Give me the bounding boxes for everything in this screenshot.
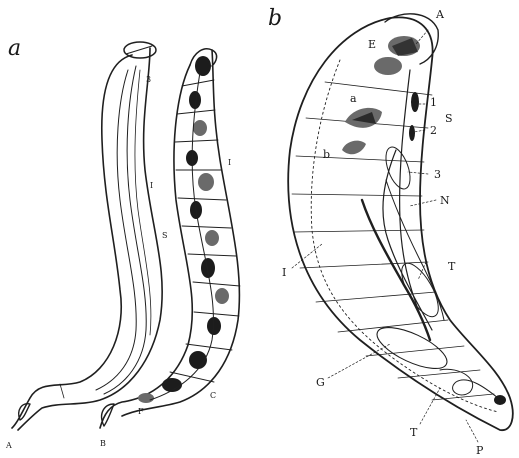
specimen-2-organ: [195, 56, 211, 76]
specimen-1-inner-canal-b: [104, 66, 146, 394]
specimen-1-segment-line: [60, 384, 64, 398]
label-g: G: [316, 376, 325, 389]
label-i: I: [282, 266, 286, 279]
segment-lines: [292, 82, 494, 400]
specimen-1-head-line: [126, 46, 152, 54]
specimen-1-label-a: A: [5, 441, 12, 450]
specimen-2-label-b: B: [100, 439, 106, 448]
label-3: 3: [434, 168, 441, 181]
label-a: A: [435, 8, 445, 21]
specimen-2-organ: [205, 230, 219, 246]
specimen-2-organ: [198, 173, 214, 191]
specimen-1-label-3: 3: [146, 75, 151, 84]
specimen-2-organs: [138, 56, 229, 403]
structure-g: [372, 319, 453, 376]
panel-a-letter: a: [8, 36, 21, 61]
tail-loop: [440, 369, 498, 398]
label-2: 2: [430, 124, 437, 137]
label-s: S: [445, 112, 453, 125]
label-t-lower: T: [410, 426, 418, 439]
specimen-2-organ: [193, 120, 207, 136]
panel-b-letter: b: [268, 6, 282, 31]
specimen-1: A 3 I S: [5, 42, 167, 450]
label-e: E: [368, 38, 376, 51]
label-b: b: [323, 148, 330, 161]
specimen-1-tail: [19, 404, 30, 420]
internal-structures: [362, 70, 506, 405]
organ-e2: [374, 57, 402, 75]
specimen-2-organ: [207, 317, 221, 335]
specimen-1-outer-left: [12, 55, 132, 428]
specimen-1-inner-canal-c: [135, 70, 151, 335]
specimen-1-outer-right: [18, 48, 162, 430]
panel-a: a A 3 I S: [5, 36, 240, 450]
specimen-2-label-f: F: [138, 407, 144, 416]
label-1: 1: [430, 96, 437, 109]
organ-p: [494, 395, 506, 405]
specimen-2-tail: [102, 404, 114, 426]
specimen-2-label-c: C: [210, 391, 216, 400]
label-a-lower: a: [350, 92, 357, 105]
structure-3: [381, 144, 415, 192]
label-n: N: [440, 194, 450, 207]
specimen-1-label-i: I: [150, 181, 153, 190]
specimen-2-organ: [215, 288, 229, 304]
organ-1: [411, 92, 419, 112]
specimen-2-label-i: I: [228, 158, 231, 167]
label-t: T: [448, 260, 456, 273]
organ-2: [409, 125, 415, 141]
specimen-1-label-s: S: [162, 231, 167, 240]
specimen-2-organ: [138, 393, 154, 403]
label-p: P: [476, 444, 484, 457]
organ-b: [342, 141, 366, 155]
panel-b: b: [268, 6, 513, 457]
structure-n: [383, 150, 432, 330]
